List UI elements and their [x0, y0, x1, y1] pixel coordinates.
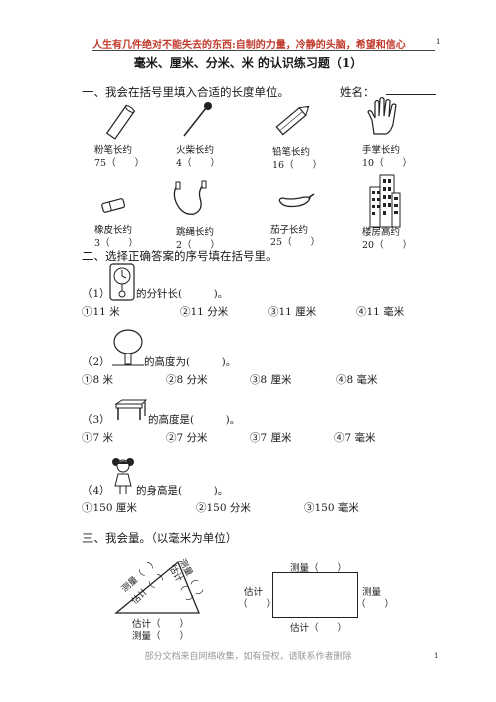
measure-triangle [114, 560, 200, 614]
rect-left-estimate-label: 估计 [244, 587, 264, 598]
rect-right-measure-label: 测量 [362, 587, 382, 598]
item-answer[interactable]: 2（ ） [176, 240, 221, 251]
item-label: 粉笔长约 [94, 145, 133, 156]
jump-rope-icon [173, 180, 207, 215]
option[interactable]: ②7 分米 [166, 432, 208, 444]
item-answer[interactable]: 4（ ） [176, 158, 221, 169]
question-number: （2） [82, 356, 110, 368]
rect-bottom-estimate[interactable]: 估计（ ） [290, 623, 348, 634]
section1-heading: 一、我会在括号里填入合适的长度单位。 [82, 85, 289, 99]
item-answer[interactable]: 10（ ） [362, 158, 413, 169]
option[interactable]: ④8 毫米 [336, 374, 378, 386]
option[interactable]: ③11 厘米 [268, 306, 317, 318]
building-icon [369, 174, 401, 228]
question-text: 的身高是( )。 [136, 485, 229, 497]
rect-left-estimate-blank[interactable]: （ ） [238, 599, 277, 610]
option[interactable]: ②11 分米 [180, 306, 229, 318]
question-text: 的高度是( )。 [148, 414, 241, 426]
option[interactable]: ①8 米 [82, 374, 114, 386]
match-icon [183, 102, 212, 137]
eraser-icon [101, 198, 126, 213]
option[interactable]: ②8 分米 [166, 374, 208, 386]
option[interactable]: ③150 毫米 [304, 502, 359, 514]
option[interactable]: ③8 厘米 [250, 374, 292, 386]
rect-top-measure[interactable]: 测量（ ） [290, 563, 348, 574]
section2-heading: 二、选择正确答案的序号填在括号里。 [82, 249, 278, 263]
item-label: 铅笔长约 [272, 147, 311, 158]
name-label: 姓名： [340, 85, 375, 99]
question-text: 的高度为( )。 [144, 356, 237, 368]
option[interactable]: ③7 厘米 [250, 432, 292, 444]
hand-icon [367, 96, 397, 135]
item-answer[interactable]: 20（ ） [362, 240, 413, 251]
header-motto: 人生有几件绝对不能失去的东西:自制的力量，冷静的头脑，希望和信心 [92, 40, 406, 51]
option[interactable]: ④7 毫米 [334, 432, 376, 444]
triangle-bottom-estimate[interactable]: 估计（ ） [132, 619, 190, 630]
question-number: （1） [82, 288, 110, 300]
section3-heading: 三、我会量。（以毫米为单位） [82, 531, 238, 545]
item-label: 手掌长约 [362, 145, 401, 156]
triangle-bottom-measure[interactable]: 测量（ ） [132, 631, 190, 642]
item-label: 茄子长约 [270, 225, 309, 236]
footer-page-number: 1 [434, 652, 439, 660]
option[interactable]: ①150 厘米 [82, 502, 137, 514]
item-answer[interactable]: 75（ ） [94, 158, 145, 169]
clock-icon [109, 263, 135, 301]
question-number: （3） [82, 414, 110, 426]
girl-icon [112, 458, 134, 494]
footer-note: 部分文档来自网络收集，如有侵权，请联系作者删除 [144, 652, 352, 662]
item-answer[interactable]: 3（ ） [94, 238, 139, 249]
option[interactable]: ①7 米 [82, 432, 114, 444]
tree-icon [112, 329, 144, 366]
page-title: 毫米、厘米、分米、米 的认识练习题（1） [133, 56, 363, 70]
rect-right-measure-blank[interactable]: （ ） [356, 599, 395, 610]
option[interactable]: ④11 毫米 [356, 306, 405, 318]
item-label: 楼房高约 [362, 227, 401, 238]
item-label: 跳绳长约 [176, 227, 215, 238]
question-number: （4） [82, 485, 110, 497]
header-divider [92, 50, 435, 51]
eggplant-icon [278, 193, 315, 208]
item-answer[interactable]: 16（ ） [272, 160, 323, 171]
name-blank[interactable] [386, 94, 436, 95]
item-label: 火柴长约 [176, 145, 215, 156]
pencil-icon [275, 105, 310, 136]
item-answer[interactable]: 25（ ） [270, 237, 321, 248]
measure-rectangle [272, 572, 358, 618]
chalk-icon [105, 104, 136, 140]
option[interactable]: ②150 分米 [196, 502, 251, 514]
table-icon [114, 399, 148, 420]
option[interactable]: ①11 米 [82, 306, 120, 318]
question-text: 的分针长( )。 [136, 288, 229, 300]
item-label: 橡皮长约 [94, 225, 133, 236]
header-page-number: 1 [436, 38, 441, 46]
